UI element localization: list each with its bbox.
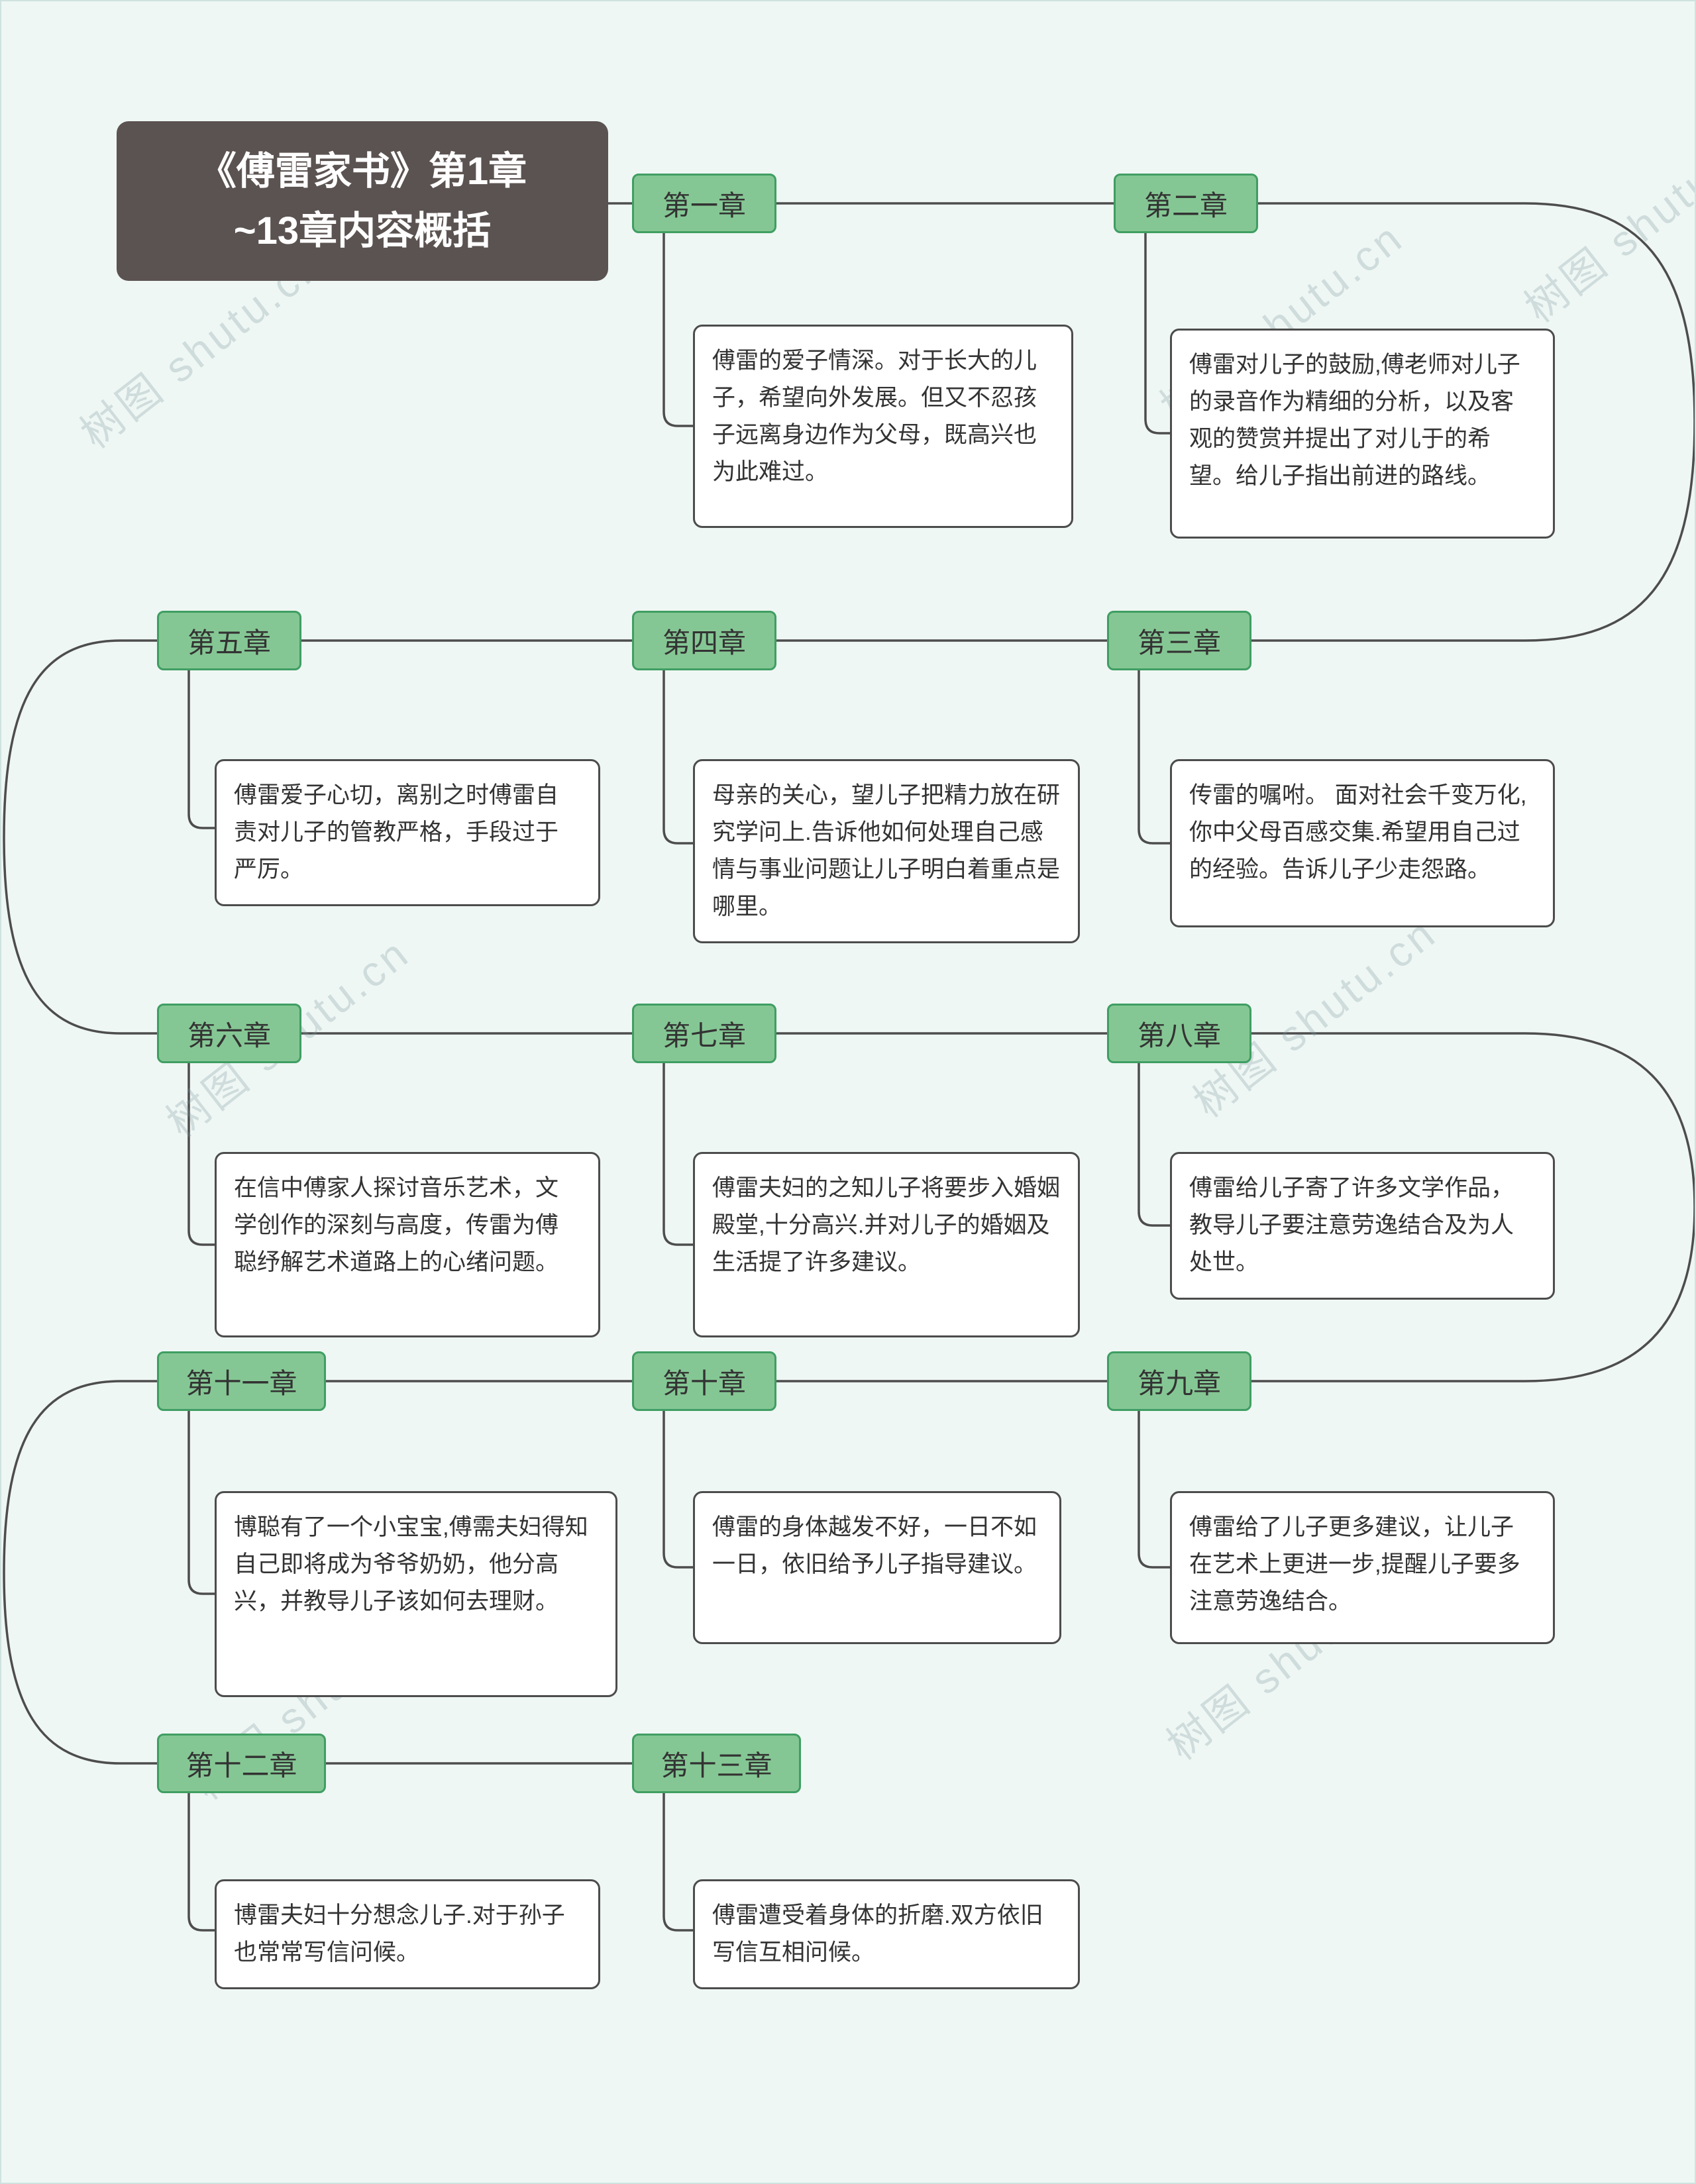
link-ch5-desc xyxy=(187,670,215,829)
link-ch2-ch3 xyxy=(1251,202,1695,642)
chapter-node-1[interactable]: 第一章 xyxy=(632,174,776,233)
chapter-desc-11[interactable]: 博聪有了一个小宝宝,傅需夫妇得知自己即将成为爷爷奶奶，他分高兴，并教导儿子该如何… xyxy=(215,1491,617,1697)
link-ch9-desc xyxy=(1138,1411,1170,1569)
link-ch1-desc xyxy=(662,233,693,427)
chapter-desc-2[interactable]: 傅雷对儿子的鼓励,傅老师对儿子的录音作为精细的分析，以及客观的赞赏并提出了对儿于… xyxy=(1170,329,1555,539)
chapter-desc-3[interactable]: 传雷的嘱咐。 面对社会千变万化,你中父母百感交集.希望用自己过的经验。告诉儿子少… xyxy=(1170,759,1555,927)
chapter-node-5[interactable]: 第五章 xyxy=(157,611,301,670)
mindmap-title[interactable]: 《傅雷家书》第1章 ~13章内容概括 xyxy=(117,121,608,281)
chapter-desc-12[interactable]: 博雷夫妇十分想念儿子.对于孙子也常常写信问候。 xyxy=(215,1879,600,1989)
mindmap-title-line2: ~13章内容概括 xyxy=(233,209,492,252)
link-ch4-desc xyxy=(662,670,693,845)
chapter-node-7[interactable]: 第七章 xyxy=(632,1004,776,1063)
link-ch11-desc xyxy=(187,1411,215,1595)
chapter-node-4[interactable]: 第四章 xyxy=(632,611,776,670)
chapter-desc-10[interactable]: 傅雷的身体越发不好，一日不如一日，依旧给予儿子指导建议。 xyxy=(693,1491,1061,1644)
chapter-desc-1[interactable]: 傅雷的爱子情深。对于长大的儿子，希望向外发展。但又不忍孩子远离身边作为父母，既高… xyxy=(693,325,1073,528)
chapter-node-9[interactable]: 第九章 xyxy=(1107,1351,1251,1411)
chapter-node-13[interactable]: 第十三章 xyxy=(632,1734,801,1793)
link-ch7-desc xyxy=(662,1063,693,1246)
link-ch3-desc xyxy=(1138,670,1170,845)
link-ch5-ch6 xyxy=(3,639,157,1035)
link-ch8-ch9 xyxy=(1251,1032,1695,1382)
link-ch10-desc xyxy=(662,1411,693,1569)
chapter-desc-7[interactable]: 傅雷夫妇的之知儿子将要步入婚姻殿堂,十分高兴.并对儿子的婚姻及生活提了许多建议。 xyxy=(693,1152,1080,1337)
link-ch11-ch12 xyxy=(3,1380,157,1765)
link-ch2-desc xyxy=(1144,233,1170,435)
chapter-desc-5[interactable]: 傅雷爱子心切，离别之时傅雷自责对儿子的管教严格，手段过于严厉。 xyxy=(215,759,600,906)
chapter-node-10[interactable]: 第十章 xyxy=(632,1351,776,1411)
link-ch6-desc xyxy=(187,1063,215,1246)
chapter-desc-4[interactable]: 母亲的关心，望儿子把精力放在研究学问上.告诉他如何处理自己感情与事业问题让儿子明… xyxy=(693,759,1080,943)
chapter-desc-9[interactable]: 傅雷给了儿子更多建议，让儿子在艺术上更进一步,提醒儿子要多注意劳逸结合。 xyxy=(1170,1491,1555,1644)
chapter-desc-8[interactable]: 傅雷给儿子寄了许多文学作品，教导儿子要注意劳逸结合及为人处世。 xyxy=(1170,1152,1555,1300)
link-ch8-desc xyxy=(1138,1063,1170,1227)
chapter-node-6[interactable]: 第六章 xyxy=(157,1004,301,1063)
chapter-node-12[interactable]: 第十二章 xyxy=(157,1734,326,1793)
chapter-node-11[interactable]: 第十一章 xyxy=(157,1351,326,1411)
chapter-node-2[interactable]: 第二章 xyxy=(1114,174,1258,233)
chapter-node-3[interactable]: 第三章 xyxy=(1107,611,1251,670)
chapter-desc-13[interactable]: 傅雷遭受着身体的折磨.双方依旧写信互相问候。 xyxy=(693,1879,1080,1989)
mindmap-title-line1: 《傅雷家书》第1章 xyxy=(197,149,527,193)
link-ch12-desc xyxy=(187,1793,215,1932)
chapter-desc-6[interactable]: 在信中傅家人探讨音乐艺术，文学创作的深刻与高度，传雷为傅聪纾解艺术道路上的心绪问… xyxy=(215,1152,600,1337)
link-ch13-desc xyxy=(662,1793,693,1932)
chapter-node-8[interactable]: 第八章 xyxy=(1107,1004,1251,1063)
